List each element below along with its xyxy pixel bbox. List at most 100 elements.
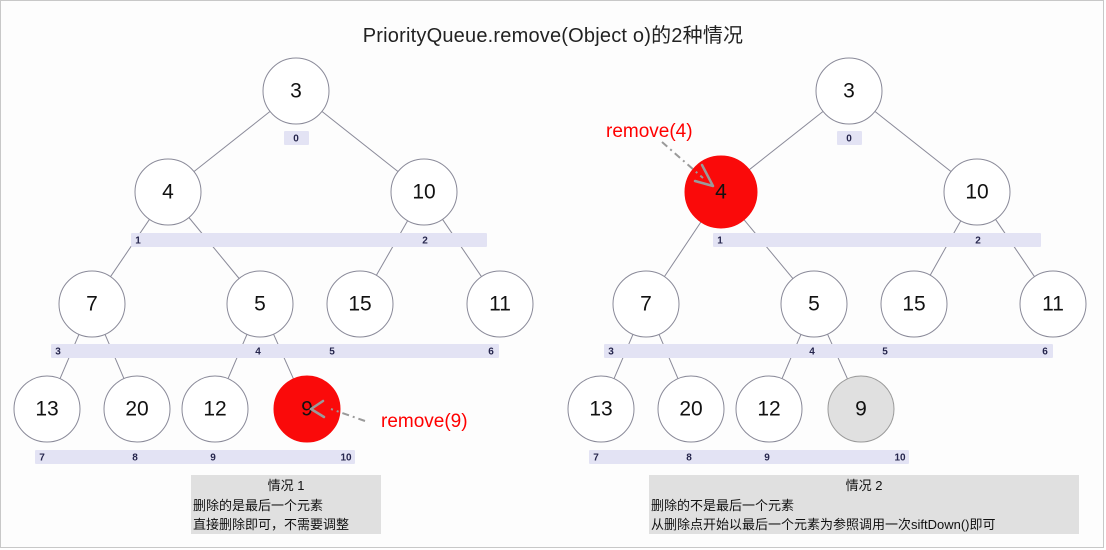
index-label: 7 bbox=[39, 453, 45, 464]
right-caption: 情况 2 删除的不是最后一个元素 从删除点开始以最后一个元素为参照调用一次sif… bbox=[649, 475, 1079, 534]
tree-node: 9 bbox=[827, 375, 895, 443]
tree-node: 5 bbox=[226, 270, 294, 338]
remove-9-label: remove(9) bbox=[381, 411, 468, 432]
tree-edge bbox=[748, 111, 824, 171]
node-value: 20 bbox=[679, 398, 702, 421]
node-value: 13 bbox=[589, 398, 612, 421]
tree-node: 3 bbox=[815, 57, 883, 125]
tree-node: 7 bbox=[58, 270, 126, 338]
tree-node: 13 bbox=[567, 375, 635, 443]
index-label: 6 bbox=[1042, 347, 1048, 358]
index-band bbox=[284, 131, 309, 145]
tree-edge bbox=[663, 221, 702, 277]
tree-node: 11 bbox=[466, 270, 534, 338]
node-circle bbox=[13, 375, 81, 443]
node-value: 3 bbox=[843, 80, 855, 103]
node-value: 15 bbox=[902, 293, 925, 316]
node-circle bbox=[1019, 270, 1087, 338]
index-band bbox=[51, 344, 499, 358]
index-label: 8 bbox=[132, 453, 138, 464]
node-circle bbox=[880, 270, 948, 338]
node-value: 20 bbox=[125, 398, 148, 421]
node-value: 7 bbox=[640, 293, 652, 316]
tree-node: 10 bbox=[390, 158, 458, 226]
index-label: 1 bbox=[135, 236, 141, 247]
left-caption-line-1: 删除的是最后一个元素 bbox=[191, 496, 381, 515]
tree-node: 20 bbox=[657, 375, 725, 443]
index-label: 3 bbox=[55, 347, 61, 358]
index-label: 4 bbox=[255, 347, 261, 358]
index-label: 0 bbox=[293, 134, 299, 145]
tree-node: 12 bbox=[735, 375, 803, 443]
node-circle bbox=[226, 270, 294, 338]
node-circle bbox=[780, 270, 848, 338]
node-circle bbox=[262, 57, 330, 125]
node-value: 10 bbox=[965, 181, 988, 204]
node-circle bbox=[466, 270, 534, 338]
node-value: 13 bbox=[35, 398, 58, 421]
index-label: 9 bbox=[210, 453, 216, 464]
tree-node: 15 bbox=[880, 270, 948, 338]
node-circle bbox=[326, 270, 394, 338]
node-value: 7 bbox=[86, 293, 98, 316]
left-caption-line-2: 直接删除即可，不需要调整 bbox=[191, 515, 381, 534]
left-caption-heading: 情况 1 bbox=[191, 475, 381, 496]
node-circle bbox=[684, 155, 758, 229]
tree-node: 7 bbox=[612, 270, 680, 338]
tree-edge bbox=[188, 217, 240, 279]
node-circle bbox=[657, 375, 725, 443]
remove-4-pointer bbox=[661, 141, 715, 188]
node-value: 9 bbox=[301, 398, 313, 421]
index-label: 0 bbox=[846, 134, 852, 145]
index-band bbox=[837, 131, 862, 145]
node-circle bbox=[134, 158, 202, 226]
tree-node: 20 bbox=[103, 375, 171, 443]
node-value: 11 bbox=[489, 293, 511, 316]
index-label: 10 bbox=[894, 453, 906, 464]
index-label: 3 bbox=[608, 347, 614, 358]
node-value: 5 bbox=[808, 293, 820, 316]
index-label: 2 bbox=[422, 236, 428, 247]
node-circle bbox=[943, 158, 1011, 226]
node-circle bbox=[390, 158, 458, 226]
node-value: 11 bbox=[1042, 293, 1064, 316]
node-circle bbox=[103, 375, 171, 443]
remove-9-pointer bbox=[309, 399, 366, 422]
tree-node: 15 bbox=[326, 270, 394, 338]
tree-node: 4 bbox=[134, 158, 202, 226]
tree-node: 11 bbox=[1019, 270, 1087, 338]
index-label: 5 bbox=[882, 347, 888, 358]
remove-4-label: remove(4) bbox=[606, 121, 693, 142]
tree-edge bbox=[929, 220, 962, 276]
node-value: 15 bbox=[348, 293, 371, 316]
tree-edge bbox=[743, 219, 794, 279]
node-value: 12 bbox=[757, 398, 780, 421]
right-caption-line-1: 删除的不是最后一个元素 bbox=[649, 496, 1079, 515]
tree-edge bbox=[110, 219, 150, 277]
index-label: 9 bbox=[764, 453, 770, 464]
node-circle bbox=[827, 375, 895, 443]
index-band bbox=[131, 233, 487, 247]
left-caption: 情况 1 删除的是最后一个元素 直接删除即可，不需要调整 bbox=[191, 475, 381, 534]
node-circle bbox=[612, 270, 680, 338]
node-circle bbox=[273, 375, 341, 443]
node-value: 12 bbox=[203, 398, 226, 421]
node-circle bbox=[735, 375, 803, 443]
tree-node: 13 bbox=[13, 375, 81, 443]
index-label: 7 bbox=[593, 453, 599, 464]
tree-node: 9 bbox=[273, 375, 341, 443]
tree-node: 12 bbox=[181, 375, 249, 443]
tree-node: 3 bbox=[262, 57, 330, 125]
index-label: 5 bbox=[329, 347, 335, 358]
node-value: 4 bbox=[162, 181, 174, 204]
tree-node: 10 bbox=[943, 158, 1011, 226]
index-label: 1 bbox=[717, 236, 723, 247]
tree-edge bbox=[321, 111, 399, 172]
right-caption-line-2: 从删除点开始以最后一个元素为参照调用一次siftDown()即可 bbox=[649, 515, 1079, 534]
node-value: 5 bbox=[254, 293, 266, 316]
